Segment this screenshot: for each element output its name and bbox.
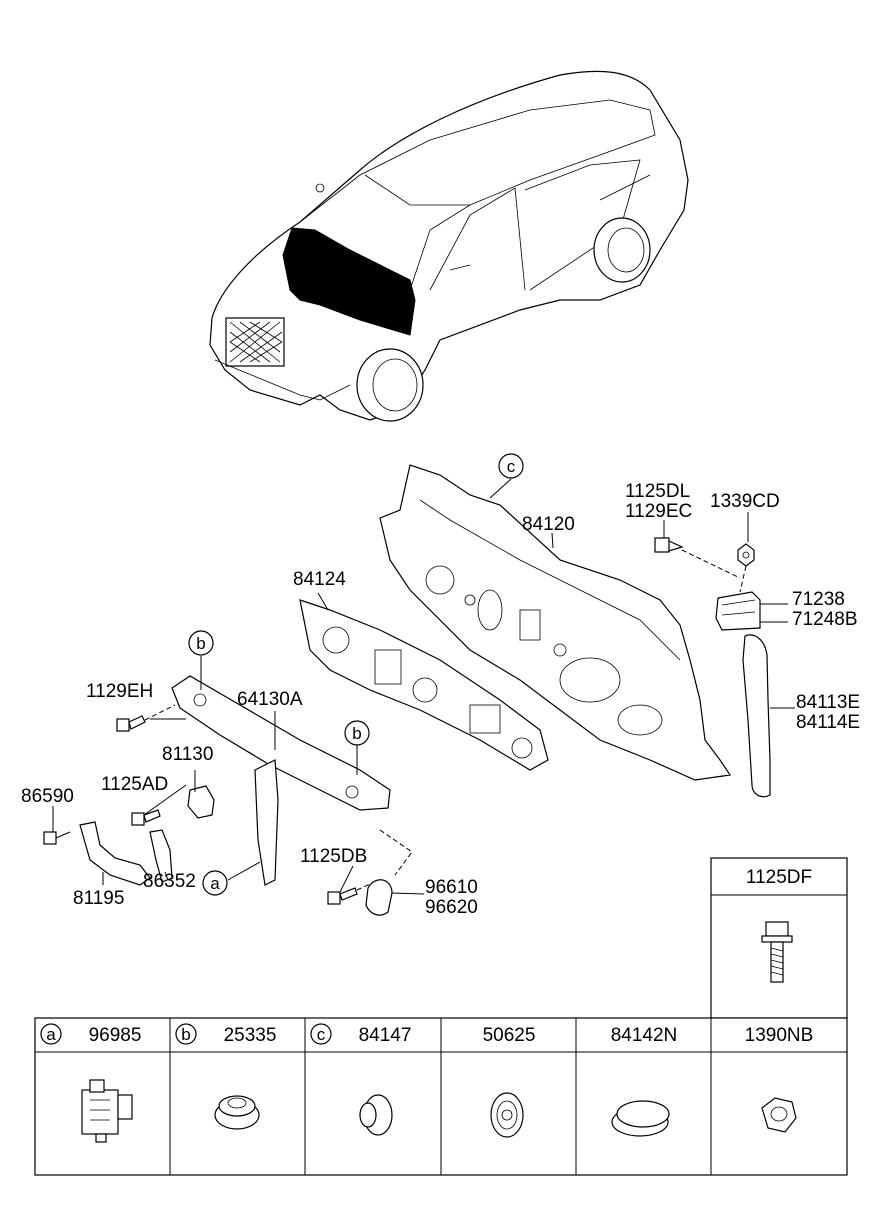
callout-a-lower: a: [202, 870, 228, 896]
label-1129EC: 1129EC: [625, 501, 692, 522]
bolt-1129EH: [116, 715, 146, 732]
label-81195: 81195: [73, 888, 124, 909]
svg-text:96985: 96985: [89, 1025, 142, 1046]
callout-b-right: b: [344, 720, 370, 746]
bolt-1125DL: [654, 537, 684, 553]
label-64130A: 64130A: [237, 689, 303, 710]
nut-1339CD: [737, 543, 755, 567]
bolt-86590: [43, 831, 71, 845]
svg-text:b: b: [181, 1025, 190, 1044]
connector-icon: [81, 1079, 133, 1143]
insulator-84113E: [742, 634, 771, 798]
bracket-71238: [715, 591, 761, 631]
svg-text:a: a: [46, 1025, 56, 1044]
label-84124: 84124: [293, 569, 346, 590]
label-1339CD: 1339CD: [710, 491, 780, 512]
callout-b-left: b: [188, 630, 214, 656]
label-1125DL: 1125DL: [625, 481, 690, 502]
table-cell-25335: b 25335: [175, 1023, 277, 1130]
car-illustration: [209, 70, 689, 422]
callout-c-top: c: [498, 453, 524, 479]
bracket-86352: [149, 829, 173, 883]
table-top-label: 1125DF: [746, 867, 812, 888]
flange-bolt-icon: [761, 921, 793, 983]
label-86590: 86590: [21, 786, 74, 807]
svg-text:84147: 84147: [359, 1025, 412, 1046]
table-cell-1390NB: 1390NB: [745, 1025, 814, 1133]
table-cell-50625: 50625: [483, 1025, 536, 1138]
bolt-1125DB: [327, 887, 358, 905]
crossmember-64130A: [171, 675, 391, 886]
svg-text:c: c: [507, 457, 516, 476]
bolt-1125AD: [131, 809, 161, 826]
table-cell-84142N: 84142N: [611, 1025, 678, 1137]
bracket-81130: [187, 785, 215, 819]
svg-text:50625: 50625: [483, 1025, 536, 1046]
parts-table: 1125DF a 96985: [34, 857, 848, 1176]
svg-text:25335: 25335: [224, 1025, 277, 1046]
label-81130: 81130: [162, 744, 213, 765]
table-cell-96985: a 96985: [40, 1023, 142, 1143]
svg-text:84142N: 84142N: [611, 1025, 678, 1046]
dash-panel-84124: [299, 599, 549, 771]
leader-lines: [52, 478, 795, 895]
plug-icon: [359, 1094, 393, 1136]
clip-nut-icon: [490, 1092, 524, 1138]
grommet-icon: [214, 1095, 260, 1130]
label-71238: 71238: [792, 589, 845, 610]
hex-nut-icon: [761, 1097, 797, 1133]
label-84120: 84120: [522, 514, 575, 535]
label-1125DB: 1125DB: [300, 846, 367, 867]
label-86352: 86352: [143, 871, 196, 892]
part-labels: 84120 1125DL 1129EC 1339CD 71238 71248B …: [21, 481, 860, 918]
dash-panel-84120: [379, 464, 732, 781]
bracket-81195: [79, 821, 151, 886]
svg-text:a: a: [210, 874, 220, 893]
svg-text:c: c: [317, 1025, 326, 1044]
label-96610: 96610: [425, 877, 478, 898]
label-1129EH: 1129EH: [86, 681, 153, 702]
label-84113E: 84113E: [796, 692, 860, 713]
svg-text:1390NB: 1390NB: [745, 1025, 814, 1046]
label-71248B: 71248B: [792, 609, 858, 630]
oval-plug-icon: [611, 1100, 670, 1137]
table-cell-84147: c 84147: [310, 1023, 412, 1136]
svg-text:b: b: [196, 634, 205, 653]
label-84114E: 84114E: [796, 712, 860, 733]
label-1125AD: 1125AD: [101, 774, 168, 795]
svg-text:b: b: [352, 724, 361, 743]
horn-96610: [365, 879, 393, 916]
label-96620: 96620: [425, 897, 478, 918]
